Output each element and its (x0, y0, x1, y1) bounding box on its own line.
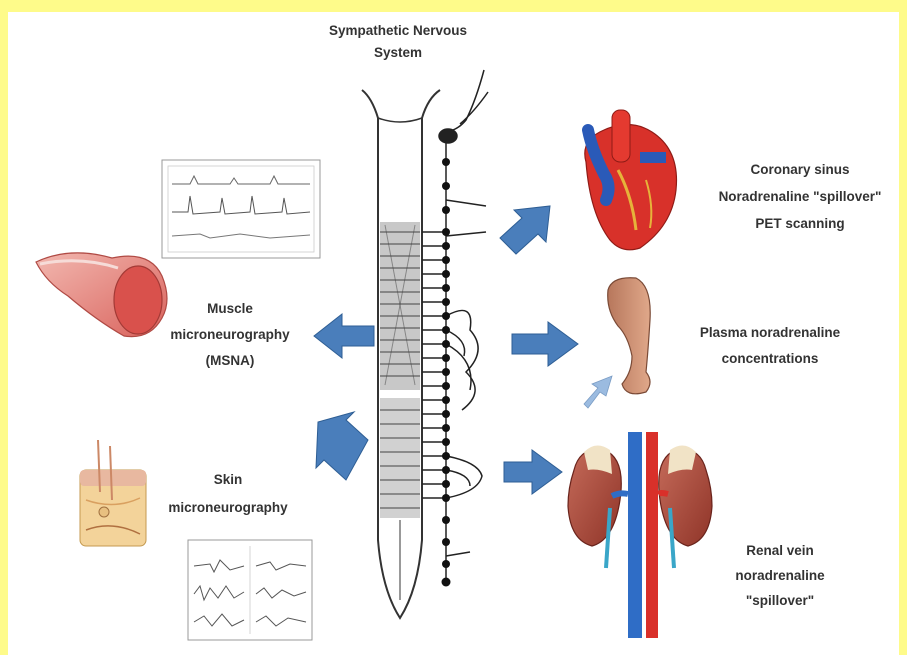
nerve-trace-icon (162, 160, 320, 258)
renal-label-line-1: Renal vein (700, 538, 860, 563)
renal-label-line-3: "spillover" (700, 588, 860, 613)
coronary-label-line-1: Coronary sinus (700, 156, 900, 183)
arm-icon (608, 278, 651, 394)
diagram-title: Sympathetic Nervous System (298, 20, 498, 64)
kidney-icon (568, 432, 712, 638)
skin-label-line-2: microneurography (138, 494, 318, 522)
plasma-label-line-1: Plasma noradrenaline (670, 320, 870, 346)
heart-icon (585, 110, 677, 250)
arrow-to-renal (504, 450, 562, 494)
title-line-1: Sympathetic Nervous (298, 20, 498, 42)
skin-label-line-1: Skin (138, 466, 318, 494)
coronary-label: Coronary sinus Noradrenaline "spillover"… (700, 156, 900, 237)
muscle-label-line-2: microneurography (140, 322, 320, 348)
arrow-to-muscle (314, 314, 374, 358)
sympathetic-chain-icon (422, 70, 488, 585)
coronary-label-line-3: PET scanning (700, 210, 900, 237)
spinal-cord-icon (362, 90, 440, 618)
skin-label: Skin microneurography (138, 466, 318, 522)
renal-label: Renal vein noradrenaline "spillover" (700, 538, 860, 613)
muscle-label-line-3: (MSNA) (140, 348, 320, 374)
skin-trace-icon (188, 540, 312, 640)
muscle-label-line-1: Muscle (140, 296, 320, 322)
plasma-label: Plasma noradrenaline concentrations (670, 320, 870, 372)
skin-tissue-icon (80, 440, 146, 546)
renal-label-line-2: noradrenaline (700, 563, 860, 588)
title-line-2: System (298, 42, 498, 64)
muscle-label: Muscle microneurography (MSNA) (140, 296, 320, 374)
arrow-to-skin (316, 412, 368, 480)
plasma-label-line-2: concentrations (670, 346, 870, 372)
coronary-label-line-2: Noradrenaline "spillover" (700, 183, 900, 210)
arrow-to-plasma (512, 322, 578, 366)
arrow-renal-to-plasma (584, 376, 612, 408)
arrow-to-heart (500, 206, 550, 254)
